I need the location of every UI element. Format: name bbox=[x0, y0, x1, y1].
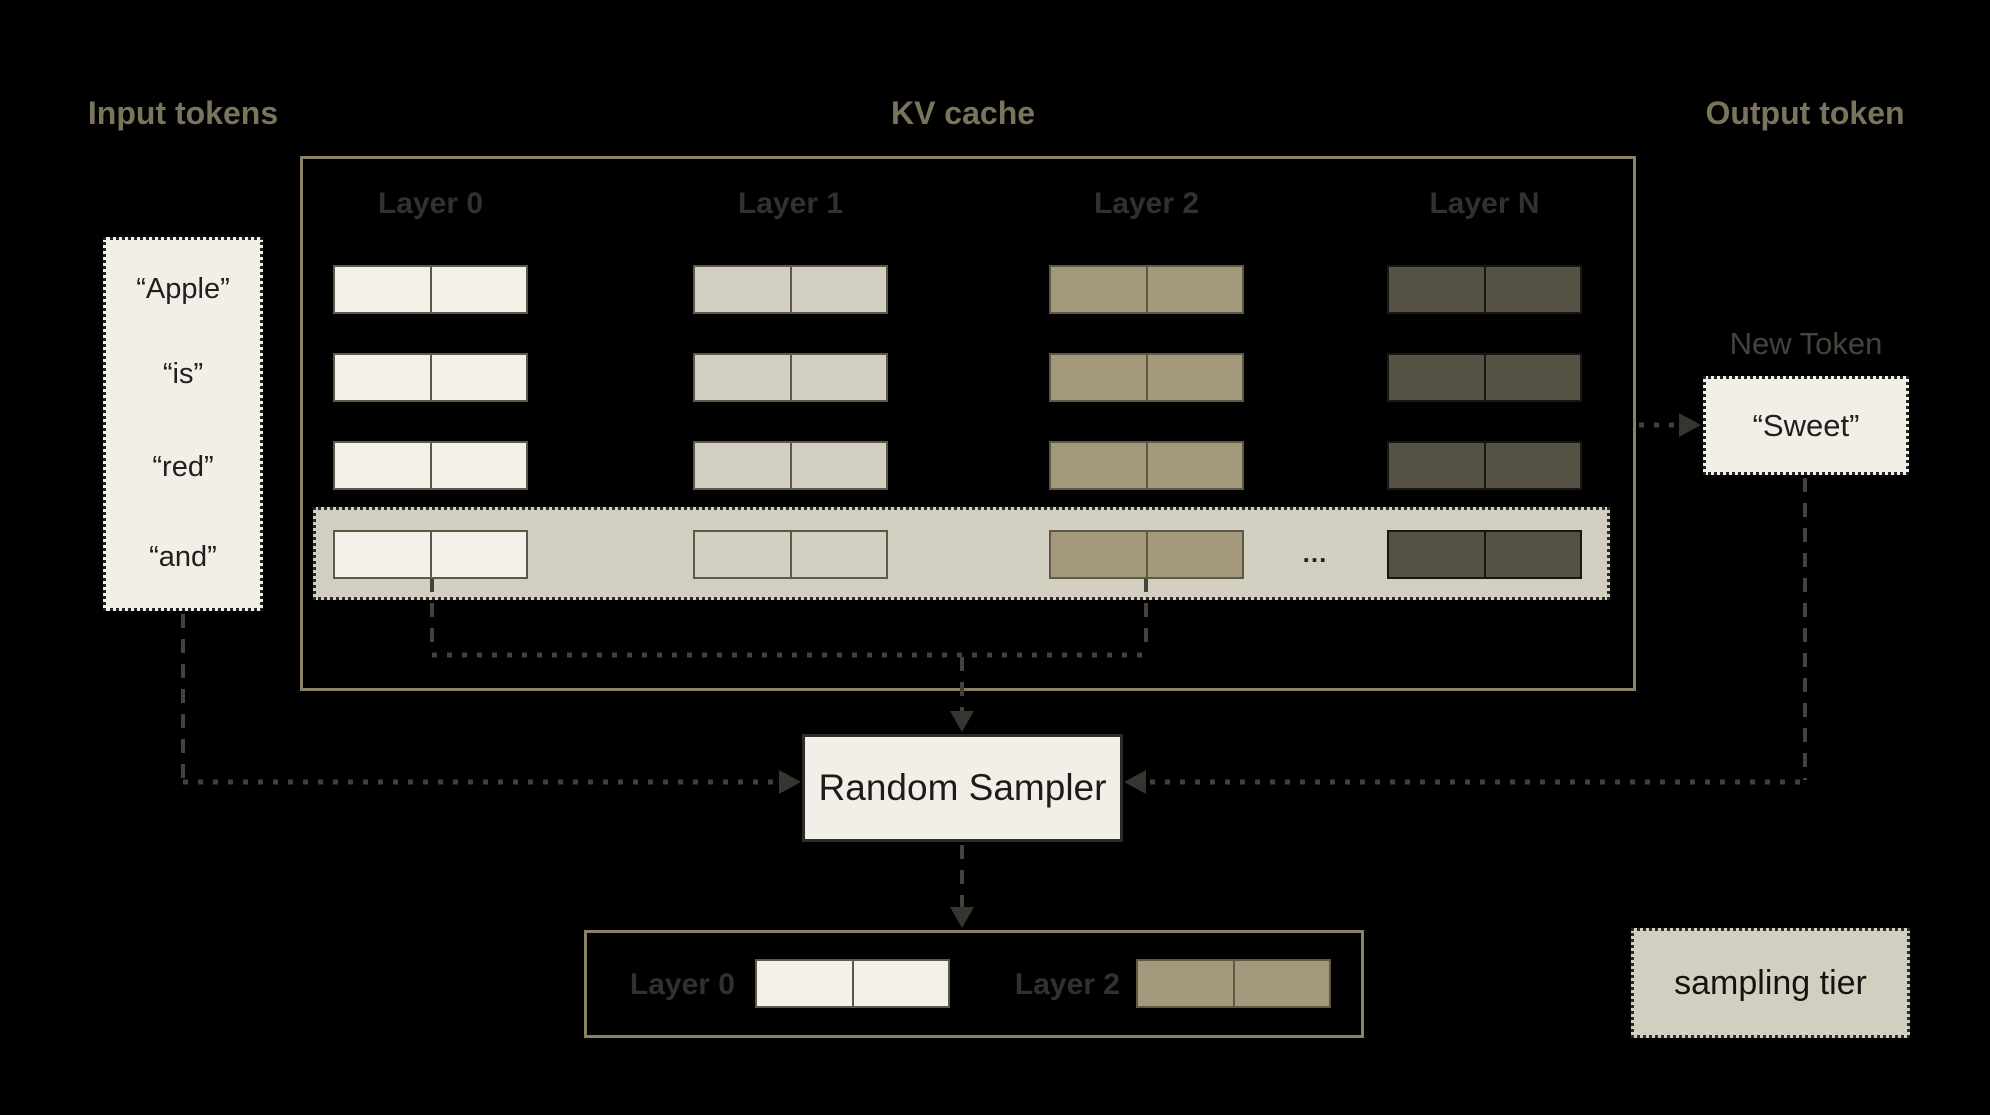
cell-divider bbox=[789, 267, 792, 312]
cell-divider bbox=[429, 532, 432, 577]
arrowhead-into-output-token bbox=[1679, 413, 1701, 437]
arrowhead-into-sampler-top bbox=[950, 711, 974, 732]
kv-cell-layer2-row2 bbox=[1049, 441, 1244, 490]
input-tokens-title: Input tokens bbox=[87, 95, 279, 131]
kv-cell-layer1-row3 bbox=[693, 530, 888, 579]
arrowhead-into-sampler-right bbox=[1124, 770, 1146, 794]
sampled-layer-label-0: Layer 0 bbox=[629, 968, 735, 1001]
kv-cell-layern-row2 bbox=[1387, 441, 1582, 490]
cell-divider bbox=[1145, 443, 1148, 488]
random-sampler-label: Random Sampler bbox=[818, 767, 1107, 808]
kv-cell-layer1-row2 bbox=[693, 441, 888, 490]
input-tokens-box bbox=[103, 237, 263, 611]
cell-divider bbox=[789, 532, 792, 577]
sampling-tier-legend: sampling tier bbox=[1631, 928, 1910, 1038]
input-token-0: “Apple” bbox=[136, 273, 230, 305]
cell-divider bbox=[1145, 267, 1148, 312]
kv-cell-layern-row1 bbox=[1387, 353, 1582, 402]
cell-divider bbox=[1483, 267, 1486, 312]
kv-layer-header-3: Layer N bbox=[1429, 187, 1540, 220]
cell-divider bbox=[789, 443, 792, 488]
kv-layer-header-0: Layer 0 bbox=[377, 187, 484, 220]
arrowhead-into-result-box bbox=[950, 907, 974, 928]
kv-cell-layer2-row1 bbox=[1049, 353, 1244, 402]
kv-cache-title: KV cache bbox=[890, 95, 1036, 131]
input-token-3: “and” bbox=[149, 541, 217, 573]
ellipsis-dots: ... bbox=[1302, 538, 1328, 568]
random-sampler-box: Random Sampler bbox=[802, 734, 1123, 842]
cell-divider bbox=[1483, 443, 1486, 488]
cell-divider bbox=[1483, 532, 1486, 577]
cell-divider bbox=[1232, 961, 1235, 1006]
kv-cell-layer1-row1 bbox=[693, 353, 888, 402]
output-token-box: “Sweet” bbox=[1703, 376, 1909, 475]
cell-divider bbox=[851, 961, 854, 1006]
cell-divider bbox=[429, 355, 432, 400]
cell-divider bbox=[789, 355, 792, 400]
output-token-text: “Sweet” bbox=[1752, 407, 1860, 443]
sampling-tier-label: sampling tier bbox=[1674, 963, 1867, 1002]
kv-layer-header-1: Layer 1 bbox=[737, 187, 844, 220]
cell-divider bbox=[1483, 355, 1486, 400]
kv-cell-layer1-row0 bbox=[693, 265, 888, 314]
new-token-label: New Token bbox=[1729, 326, 1883, 361]
sampled-layer-cell-0 bbox=[755, 959, 950, 1008]
cell-divider bbox=[429, 443, 432, 488]
cell-divider bbox=[1145, 355, 1148, 400]
sampled-layer-cell-1 bbox=[1136, 959, 1331, 1008]
cell-divider bbox=[429, 267, 432, 312]
kv-cell-layer0-row1 bbox=[333, 353, 528, 402]
kv-cell-layer0-row2 bbox=[333, 441, 528, 490]
kv-cell-layer0-row3 bbox=[333, 530, 528, 579]
output-token-title: Output token bbox=[1705, 95, 1905, 131]
arrowhead-into-sampler-left bbox=[779, 770, 801, 794]
kv-cache-frame bbox=[300, 156, 1636, 691]
kv-cell-layer0-row0 bbox=[333, 265, 528, 314]
kv-cell-layer2-row0 bbox=[1049, 265, 1244, 314]
kv-layer-header-2: Layer 2 bbox=[1093, 187, 1200, 220]
input-token-2: “red” bbox=[152, 451, 214, 483]
sampled-layer-label-1: Layer 2 bbox=[1014, 968, 1120, 1001]
kv-cell-layern-row3 bbox=[1387, 530, 1582, 579]
kv-cell-layer2-row3 bbox=[1049, 530, 1244, 579]
kv-cell-layern-row0 bbox=[1387, 265, 1582, 314]
sampled-layers-box bbox=[584, 930, 1364, 1038]
input-token-1: “is” bbox=[162, 358, 204, 390]
cell-divider bbox=[1145, 532, 1148, 577]
